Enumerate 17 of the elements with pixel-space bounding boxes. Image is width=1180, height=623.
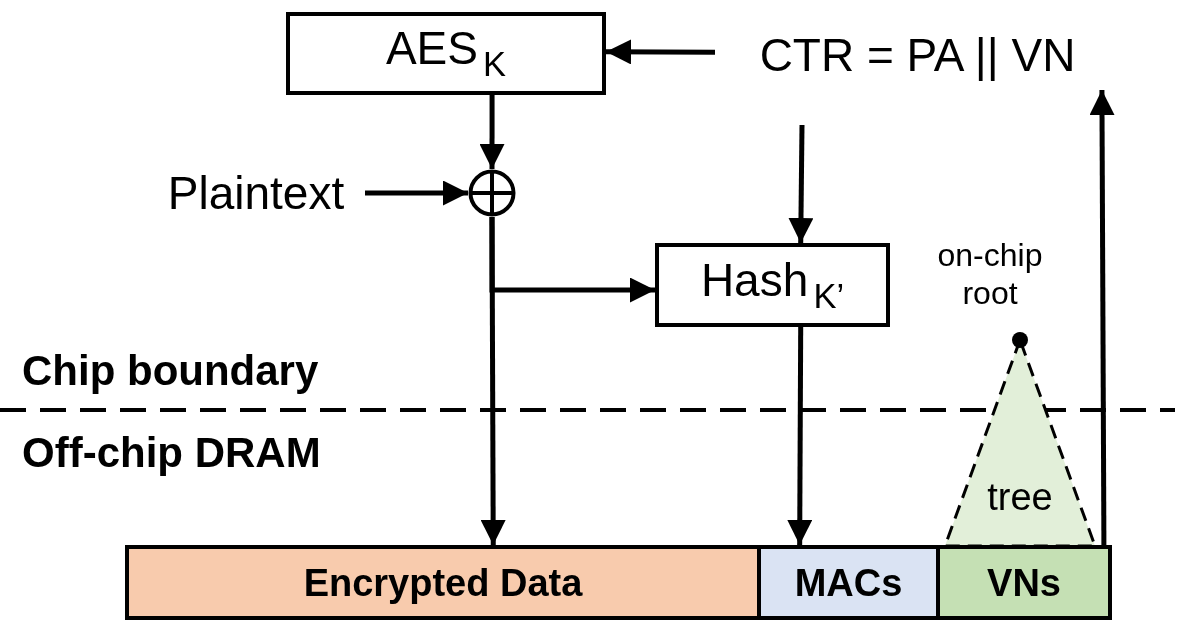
arrow	[1089, 90, 1115, 545]
arrow	[606, 39, 715, 65]
memory-segment: Encrypted Data	[125, 545, 761, 620]
region-label: Off-chip DRAM	[22, 432, 321, 474]
memory-segment: MACs	[761, 545, 940, 620]
arrow	[787, 327, 813, 545]
arrow	[365, 180, 468, 206]
arrow	[788, 124, 814, 244]
text-label: Plaintext	[167, 170, 345, 216]
process-box: AES$_{K}$	[286, 12, 606, 95]
annotation-text: on-chip root	[936, 236, 1044, 313]
arrow	[489, 217, 655, 303]
xor-symbol	[468, 169, 516, 217]
region-label: Chip boundary	[22, 350, 319, 392]
memory-segment: VNs	[940, 545, 1112, 620]
tree-label: tree	[987, 478, 1053, 516]
hash-box: Hash$_{K’}$	[655, 243, 890, 327]
